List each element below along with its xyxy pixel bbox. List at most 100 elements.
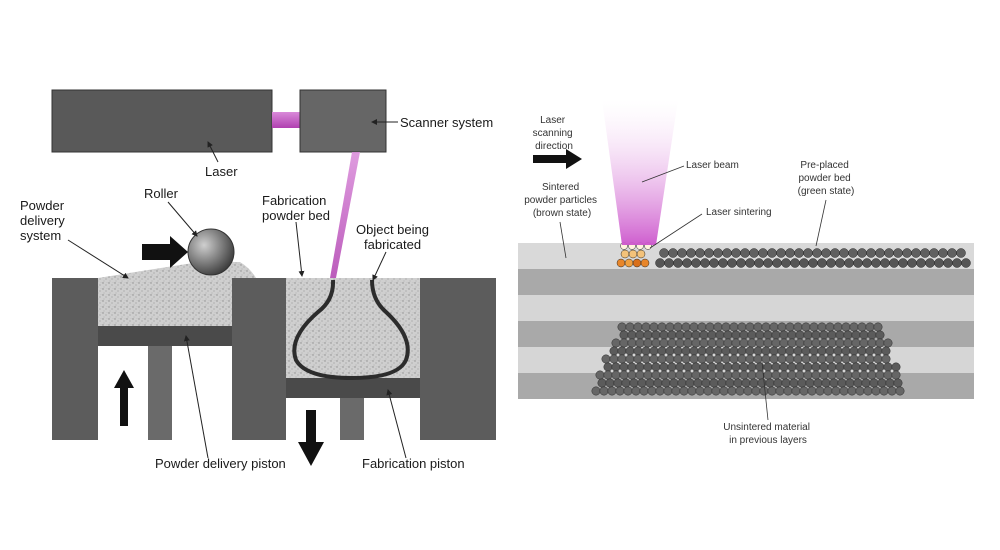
unsintered-particle bbox=[627, 370, 637, 380]
left-diagram: Laser Scanner system Roller Powder deliv… bbox=[20, 89, 496, 471]
roller-push-arrow bbox=[142, 236, 188, 268]
unsintered-particle bbox=[891, 362, 901, 372]
powder-particle bbox=[790, 258, 800, 268]
powder-particle bbox=[767, 248, 777, 258]
unsintered-particle bbox=[717, 378, 727, 388]
unsintered-particle bbox=[643, 330, 653, 340]
sintered-particle bbox=[616, 258, 626, 268]
unsintered-particle bbox=[705, 322, 715, 332]
powder-particle bbox=[673, 258, 683, 268]
unsintered-particle bbox=[779, 330, 789, 340]
unsintered-particle bbox=[883, 362, 893, 372]
sintered-particle bbox=[628, 249, 638, 259]
unsintered-particle bbox=[801, 346, 811, 356]
unsintered-particle bbox=[691, 362, 701, 372]
unsintered-particle bbox=[807, 386, 817, 396]
unsintered-particle bbox=[619, 370, 629, 380]
unsintered-particle bbox=[761, 354, 771, 364]
powder-particle bbox=[839, 248, 849, 258]
powder-particle bbox=[736, 258, 746, 268]
unsintered-particle bbox=[651, 338, 661, 348]
unsintered-particle bbox=[827, 362, 837, 372]
unsintered-particle bbox=[831, 386, 841, 396]
unsintered-particle bbox=[801, 354, 811, 364]
unsintered-particle bbox=[667, 330, 677, 340]
powder-particle bbox=[758, 248, 768, 258]
powder-particle bbox=[799, 258, 809, 268]
unsintered-particle bbox=[643, 370, 653, 380]
powder-particle bbox=[902, 248, 912, 258]
unsintered-particle bbox=[787, 362, 797, 372]
unsintered-particle bbox=[785, 322, 795, 332]
powder-particle bbox=[853, 258, 863, 268]
unsintered-particle bbox=[609, 346, 619, 356]
unsintered-particle bbox=[851, 362, 861, 372]
unsintered-particle bbox=[793, 322, 803, 332]
label-powder-delivery-system: Powder delivery system bbox=[20, 198, 68, 243]
unsintered-particle bbox=[643, 338, 653, 348]
unsintered-particle bbox=[659, 330, 669, 340]
unsintered-particle bbox=[841, 322, 851, 332]
unsintered-particle bbox=[689, 346, 699, 356]
unsintered-particle bbox=[611, 362, 621, 372]
unsintered-particle bbox=[833, 346, 843, 356]
unsintered-particle bbox=[691, 370, 701, 380]
unsintered-particle bbox=[679, 386, 689, 396]
unsintered-particle bbox=[843, 338, 853, 348]
unsintered-particle bbox=[755, 330, 765, 340]
label-powder-delivery-piston: Powder delivery piston bbox=[155, 456, 286, 471]
unsintered-particle bbox=[665, 354, 675, 364]
left-wall bbox=[52, 278, 98, 440]
unsintered-particle bbox=[821, 378, 831, 388]
unsintered-particle bbox=[657, 322, 667, 332]
unsintered-particle bbox=[741, 378, 751, 388]
unsintered-particle bbox=[833, 322, 843, 332]
unsintered-particle bbox=[629, 378, 639, 388]
unsintered-particle bbox=[749, 378, 759, 388]
unsintered-particle bbox=[747, 370, 757, 380]
unsintered-particle bbox=[601, 354, 611, 364]
unsintered-particle bbox=[763, 338, 773, 348]
delivery-powder-heap bbox=[98, 262, 256, 278]
powder-particle bbox=[821, 248, 831, 258]
powder-particle bbox=[677, 248, 687, 258]
unsintered-particle bbox=[865, 354, 875, 364]
unsintered-particle bbox=[689, 354, 699, 364]
unsintered-particle bbox=[707, 362, 717, 372]
unsintered-particle bbox=[703, 386, 713, 396]
sintered-particle bbox=[624, 258, 634, 268]
unsintered-particle bbox=[769, 354, 779, 364]
unsintered-particle bbox=[805, 378, 815, 388]
powder-particle bbox=[704, 248, 714, 258]
unsintered-particle bbox=[673, 354, 683, 364]
unsintered-particle bbox=[633, 346, 643, 356]
middle-wall bbox=[232, 278, 286, 440]
powder-particle bbox=[776, 248, 786, 258]
unsintered-particle bbox=[645, 378, 655, 388]
unsintered-particle bbox=[715, 330, 725, 340]
unsintered-particle bbox=[857, 346, 867, 356]
powder-particle bbox=[956, 248, 966, 258]
powder-particle bbox=[808, 258, 818, 268]
unsintered-particle bbox=[763, 362, 773, 372]
unsintered-particle bbox=[621, 378, 631, 388]
unsintered-particle bbox=[803, 330, 813, 340]
unsintered-particle bbox=[687, 386, 697, 396]
unsintered-particle bbox=[849, 322, 859, 332]
sintered-particles bbox=[616, 242, 652, 268]
powder-particle bbox=[691, 258, 701, 268]
unsintered-particle bbox=[725, 378, 735, 388]
powder-particle bbox=[938, 248, 948, 258]
unsintered-particle bbox=[747, 362, 757, 372]
powder-particle bbox=[700, 258, 710, 268]
powder-particle bbox=[916, 258, 926, 268]
unsintered-particle bbox=[869, 378, 879, 388]
unsintered-particle bbox=[787, 338, 797, 348]
unsintered-particle bbox=[817, 354, 827, 364]
powder-particle bbox=[866, 248, 876, 258]
unsintered-particle bbox=[723, 362, 733, 372]
unsintered-particle bbox=[721, 354, 731, 364]
unsintered-particle bbox=[723, 338, 733, 348]
unsintered-particle bbox=[773, 378, 783, 388]
unsintered-particle bbox=[729, 346, 739, 356]
